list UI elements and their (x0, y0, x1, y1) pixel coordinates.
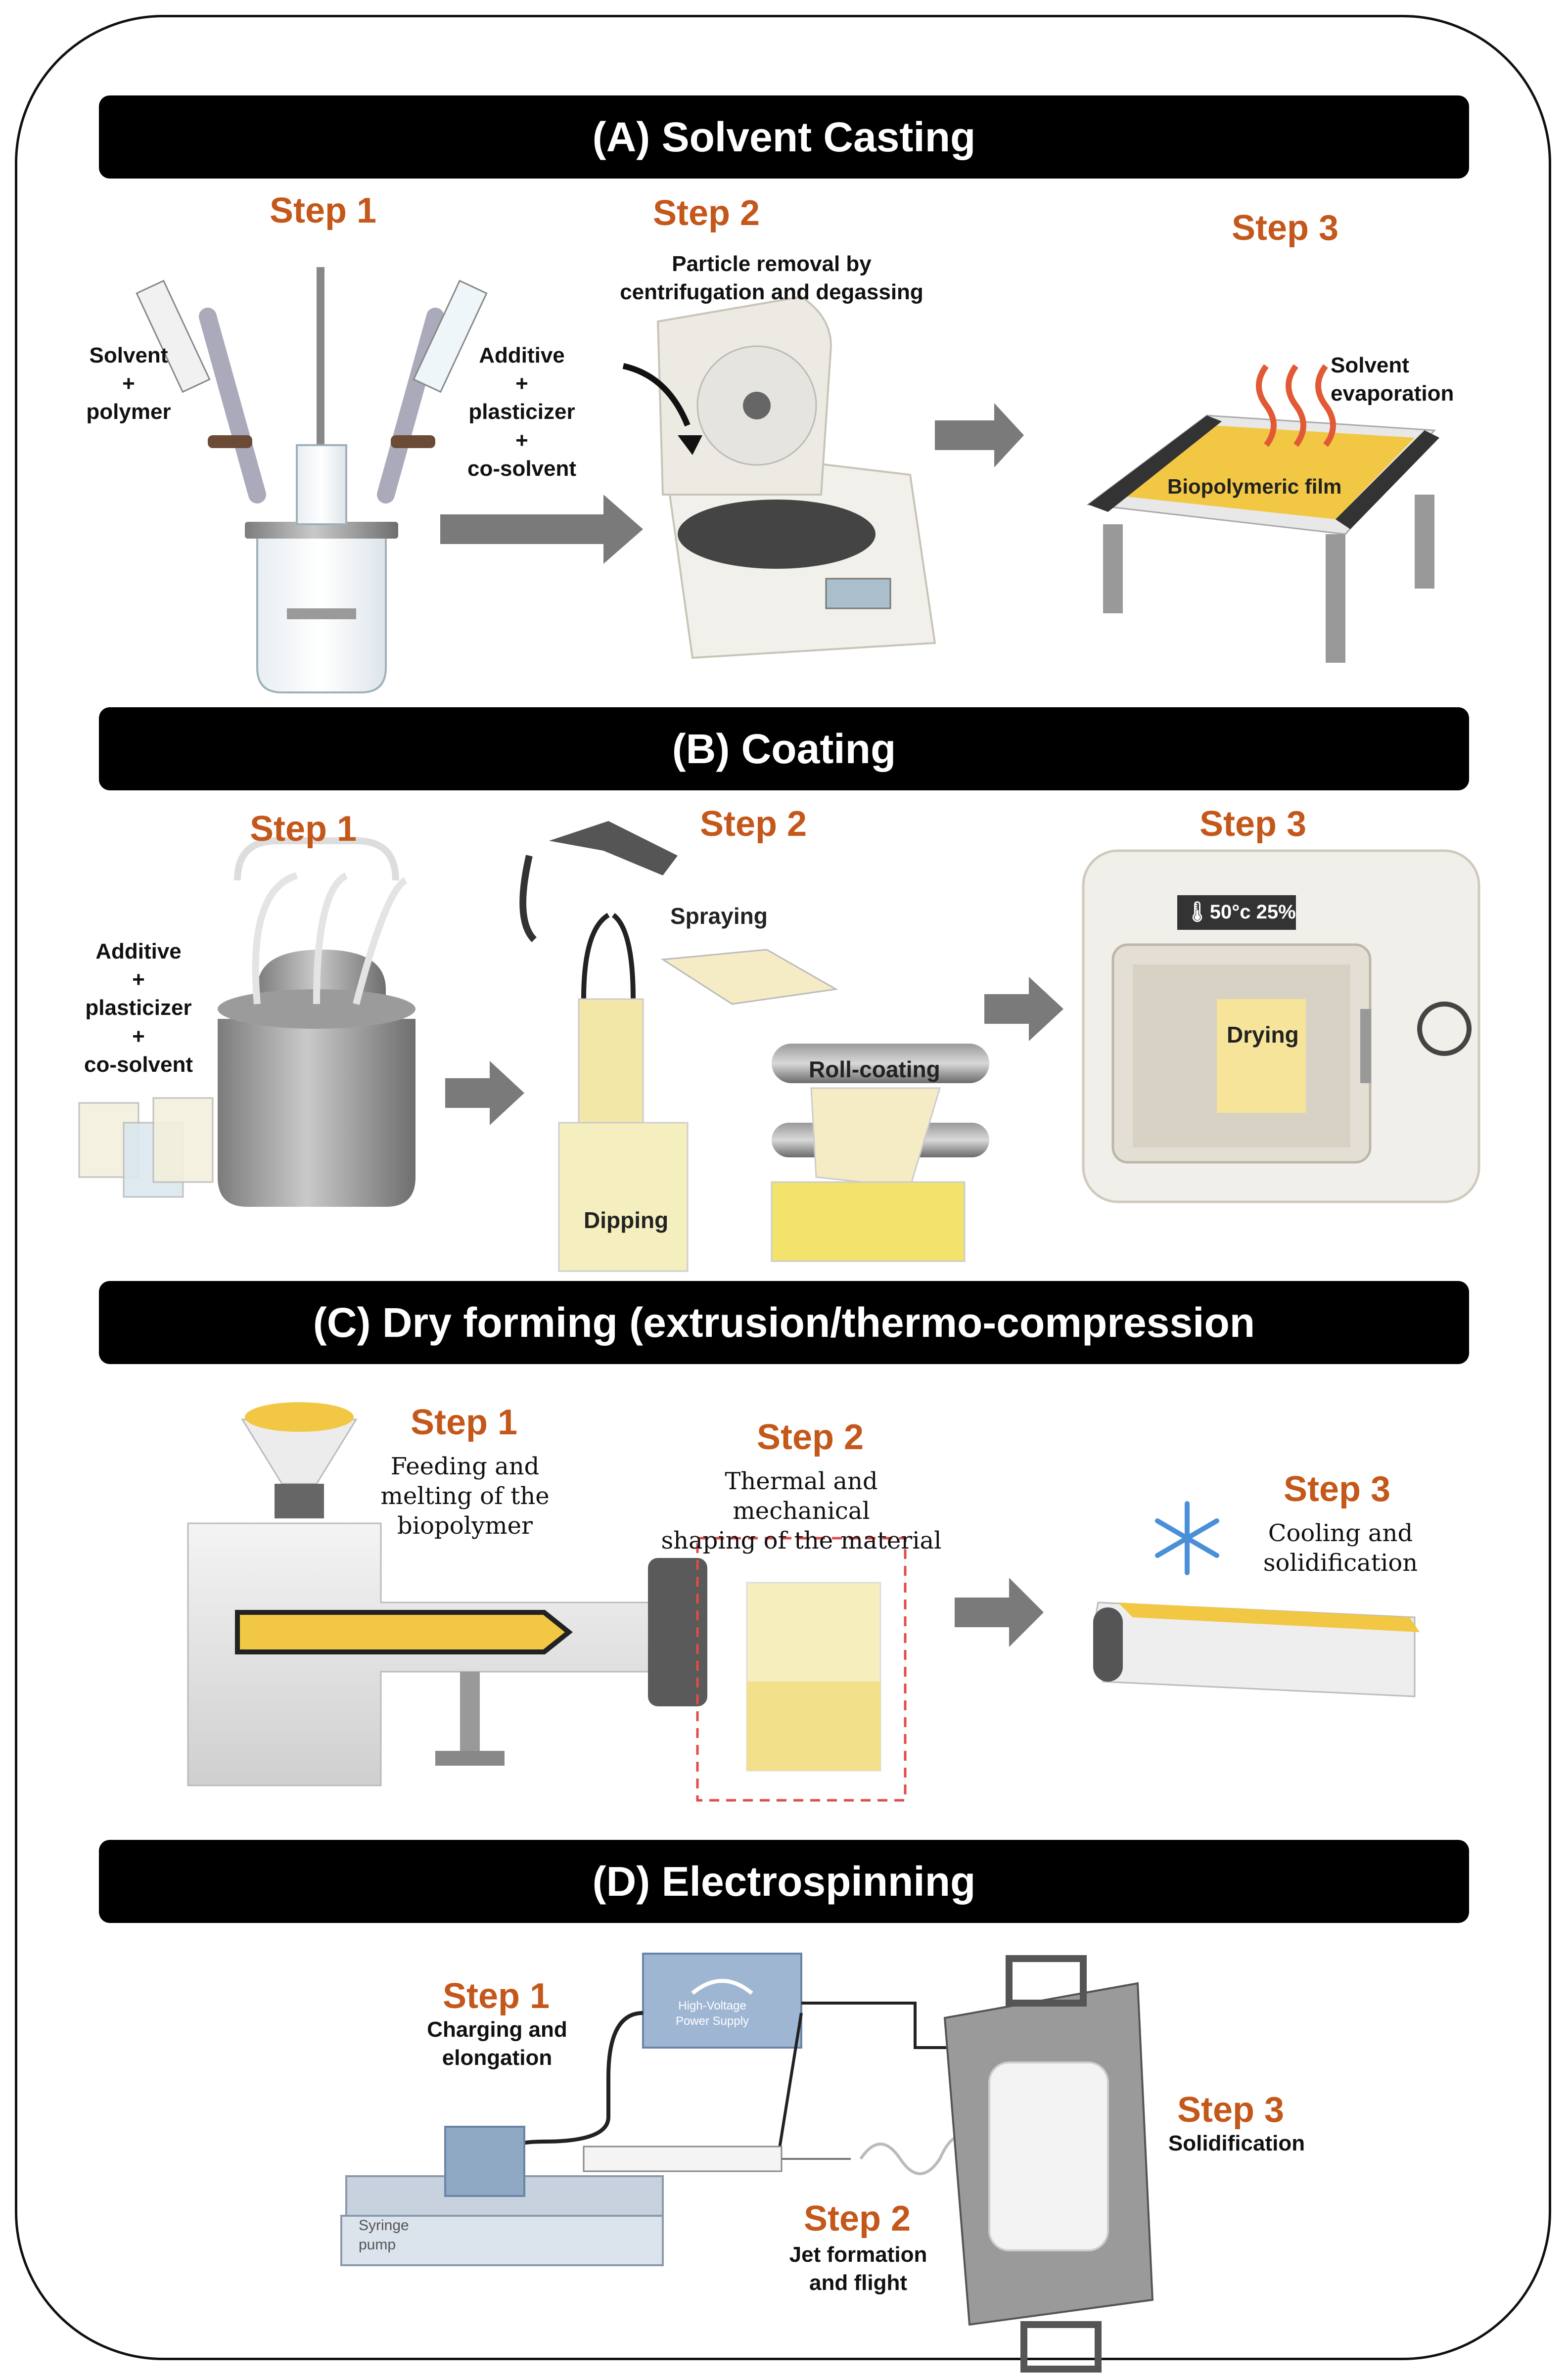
snowflake-icon (1155, 1501, 1219, 1575)
section-a-step3-text: Solvent evaporation (1331, 353, 1454, 406)
oven-display: 🌡50°c 25% (1185, 901, 1296, 923)
coating-illustration (519, 821, 989, 1272)
section-c-step2-text: Thermal and mechanical shaping of the ma… (661, 1467, 942, 1554)
arrow-right-icon (935, 403, 1024, 467)
shaped-sheet-illustration (746, 1582, 881, 1772)
section-c-step-1: Step 1 (411, 1403, 518, 1442)
biopolymeric-film-label: Biopolymeric film (1167, 475, 1342, 498)
section-b-step-2: Step 2 (700, 804, 807, 844)
reactor-flask-illustration (199, 267, 444, 693)
arrow-right-icon (440, 495, 643, 564)
casting-tray-illustration (1086, 364, 1439, 663)
dipping-label: Dipping (584, 1207, 669, 1233)
section-a-step-1: Step 1 (270, 191, 377, 230)
drying-oven-illustration (1082, 849, 1480, 1203)
section-c-step-3: Step 3 (1284, 1469, 1391, 1509)
section-d-step-2: Step 2 (804, 2199, 911, 2239)
section-c-step1-text: Feeding and melting of the biopolymer (380, 1453, 550, 1540)
section-c-banner: (C) Dry forming (extrusion/thermo-compre… (99, 1281, 1469, 1364)
section-d-banner: (D) Electrospinning (99, 1840, 1469, 1923)
power-supply-label: High-Voltage Power Supply (675, 1999, 749, 2028)
extruder-illustration (187, 1402, 707, 1786)
section-b-label-additive: Additive + plasticizer + co-solvent (84, 939, 193, 1077)
syringe-right-illustration (413, 279, 488, 393)
section-c-step3-text: Cooling and solidification (1263, 1519, 1418, 1577)
section-b-step-1: Step 1 (250, 809, 357, 849)
heat-waves-icon (1256, 364, 1277, 447)
section-c-step-2: Step 2 (757, 1417, 864, 1457)
arrow-right-icon (984, 977, 1063, 1041)
syringe-left-illustration (136, 279, 211, 393)
drying-label: Drying (1227, 1022, 1299, 1048)
arrow-right-icon (955, 1578, 1044, 1647)
section-a-label-solvent-polymer: Solvent + polymer (86, 343, 171, 424)
section-d-step1-text: Charging and elongation (427, 2017, 567, 2070)
centrifuge-illustration (622, 295, 936, 659)
section-d-step-1: Step 1 (443, 1976, 550, 2016)
roll-coating-label: Roll-coating (809, 1056, 940, 1082)
shaping-zone-outline (696, 1537, 907, 1802)
spraying-label: Spraying (670, 903, 768, 929)
section-b-banner: (B) Coating (99, 707, 1469, 790)
section-d-step-3: Step 3 (1177, 2090, 1285, 2130)
electrospinning-illustration (340, 1953, 1154, 2373)
section-a-label-additive: Additive + plasticizer + co-solvent (467, 343, 577, 481)
section-a-step-3: Step 3 (1232, 208, 1339, 248)
syringe-pump-label: Syringe pump (359, 2217, 409, 2253)
section-b-step-3: Step 3 (1199, 804, 1307, 844)
section-a-banner: (A) Solvent Casting (99, 95, 1469, 179)
section-d-step2-text: Jet formation and flight (789, 2242, 927, 2295)
section-a-step-2: Step 2 (653, 193, 760, 233)
section-a-step2-text: Particle removal by centrifugation and d… (620, 252, 923, 305)
arrow-right-icon (445, 1061, 524, 1125)
pressure-vessel-illustration (78, 837, 415, 1207)
cooling-plate-illustration (1093, 1601, 1420, 1697)
section-d-step3-text: Solidification (1168, 2131, 1305, 2155)
